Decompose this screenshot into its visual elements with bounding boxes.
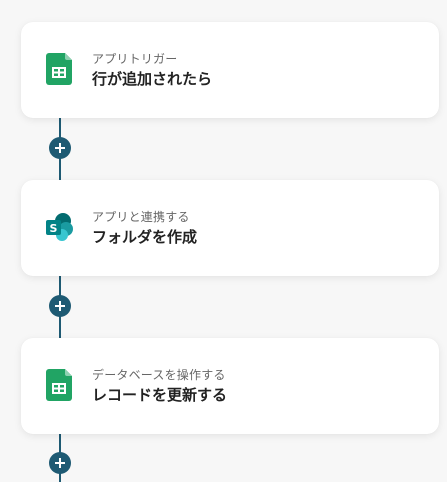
step-category-label: アプリトリガー	[92, 52, 178, 66]
google-sheets-icon	[46, 369, 74, 401]
flow-step-card-trigger[interactable]: アプリトリガー 行が追加されたら	[21, 22, 439, 118]
step-title: フォルダを作成	[92, 228, 198, 246]
step-title: レコードを更新する	[92, 386, 228, 404]
add-step-button[interactable]	[49, 137, 71, 159]
step-category-label: アプリと連携する	[92, 210, 190, 224]
add-step-button[interactable]	[49, 295, 71, 317]
plus-icon	[55, 301, 65, 311]
google-sheets-icon	[46, 53, 74, 85]
step-category-label: データベースを操作する	[92, 368, 226, 382]
add-step-button[interactable]	[49, 452, 71, 474]
plus-icon	[55, 143, 65, 153]
flow-step-card-action[interactable]: データベースを操作する レコードを更新する	[21, 338, 439, 434]
svg-text:S: S	[50, 222, 58, 235]
flow-step-card-action[interactable]: S アプリと連携する フォルダを作成	[21, 180, 439, 276]
plus-icon	[55, 458, 65, 468]
sharepoint-icon: S	[46, 211, 74, 243]
step-title: 行が追加されたら	[92, 70, 213, 88]
